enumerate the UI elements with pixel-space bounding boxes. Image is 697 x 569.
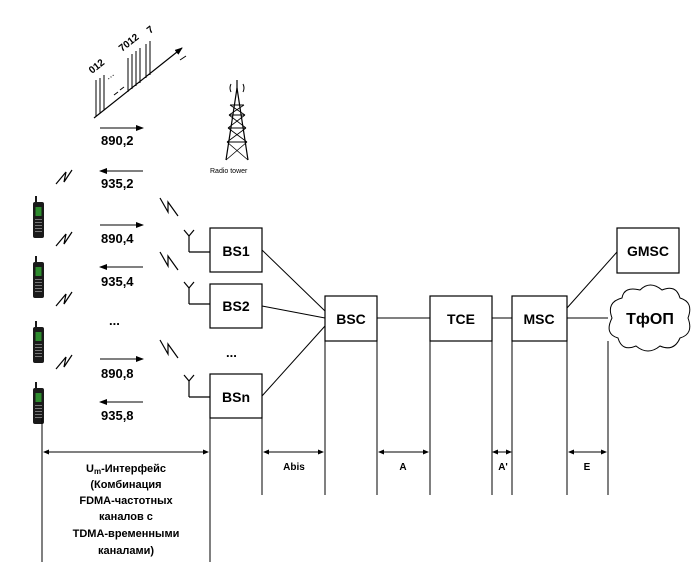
phone-radio-waves — [55, 169, 73, 370]
antenna-icon — [183, 229, 195, 253]
mobile-phone-icon — [33, 321, 44, 363]
bsn-box: BSn — [209, 373, 263, 419]
frequency-label: 935,2 — [101, 176, 134, 191]
frequency-label: 935,4 — [101, 274, 134, 289]
radio-tower-label: Radio tower — [210, 168, 248, 175]
radio-wave-icon — [55, 231, 73, 247]
radio-wave-icon — [159, 339, 179, 359]
mobile-phone-icon — [33, 382, 44, 424]
um-desc-line: (Комбинация — [90, 479, 161, 491]
um-desc-line: FDMA-частотных — [79, 495, 173, 507]
bs-antennas — [183, 229, 210, 398]
bs1-box: BS1 — [209, 227, 263, 273]
tdma-frame-sketch: 012 ... 7012 7 — [87, 24, 187, 119]
bs-ellipsis: ... — [226, 345, 237, 360]
tce-box: TCE — [429, 295, 493, 342]
pstn-label: ТфОП — [626, 311, 674, 328]
frequency-label: 935,8 — [101, 408, 134, 423]
radio-wave-icon — [55, 354, 73, 370]
bs-radio-waves — [159, 197, 179, 359]
slot-ellipsis: ... — [103, 69, 116, 83]
slot-sequence-label-3: 7 — [145, 24, 157, 36]
pstn-cloud: ТфОП — [608, 284, 691, 352]
bsn-label: BSn — [222, 389, 250, 405]
um-desc-line: каналов с — [99, 511, 153, 523]
abis-interface-label: Abis — [283, 462, 305, 473]
e-interface-label: E — [584, 462, 591, 473]
a-interface-label: A — [399, 462, 406, 473]
bsc-box: BSC — [324, 295, 378, 342]
bsc-label: BSC — [336, 311, 366, 327]
um-interface-label: Um-Интерфейс — [86, 463, 166, 476]
gmsc-box: GMSC — [616, 227, 680, 274]
frequency-label: 890,2 — [101, 133, 134, 148]
mobile-phone-icon — [33, 196, 44, 238]
gmsc-label: GMSC — [627, 243, 669, 259]
bs2-label: BS2 — [222, 298, 249, 314]
um-desc-line: каналами) — [98, 545, 154, 557]
antenna-icon — [183, 374, 195, 398]
bs1-label: BS1 — [222, 243, 249, 259]
radio-wave-icon — [55, 291, 73, 307]
msc-box: MSC — [511, 295, 568, 342]
network-elements: BS1 BS2 ... BSn BSC TCE MSC GMSC Тф — [209, 227, 691, 419]
frequency-label: 890,8 — [101, 366, 134, 381]
radio-wave-icon — [159, 197, 179, 217]
bs2-box: BS2 — [209, 283, 263, 329]
frequency-label: 890,4 — [101, 231, 134, 246]
tce-label: TCE — [447, 311, 475, 327]
msc-label: MSC — [523, 311, 554, 327]
interface-markers — [41, 341, 609, 562]
frequency-ellipsis: ... — [109, 313, 120, 328]
slot-sequence-label-2: 7012 — [117, 32, 142, 55]
mobile-phone-icon — [33, 256, 44, 298]
radio-wave-icon — [55, 169, 73, 185]
mobile-phones — [33, 196, 44, 424]
a-prime-interface-label: A' — [498, 462, 508, 473]
frequency-list: 890,2 935,2 890,4 935,4 ... 890,8 935,8 — [99, 125, 144, 423]
radio-tower-icon — [225, 80, 249, 161]
links — [261, 249, 618, 397]
um-desc-line: TDMA-временными — [73, 528, 180, 540]
antenna-icon — [183, 281, 195, 305]
radio-wave-icon — [159, 251, 179, 271]
